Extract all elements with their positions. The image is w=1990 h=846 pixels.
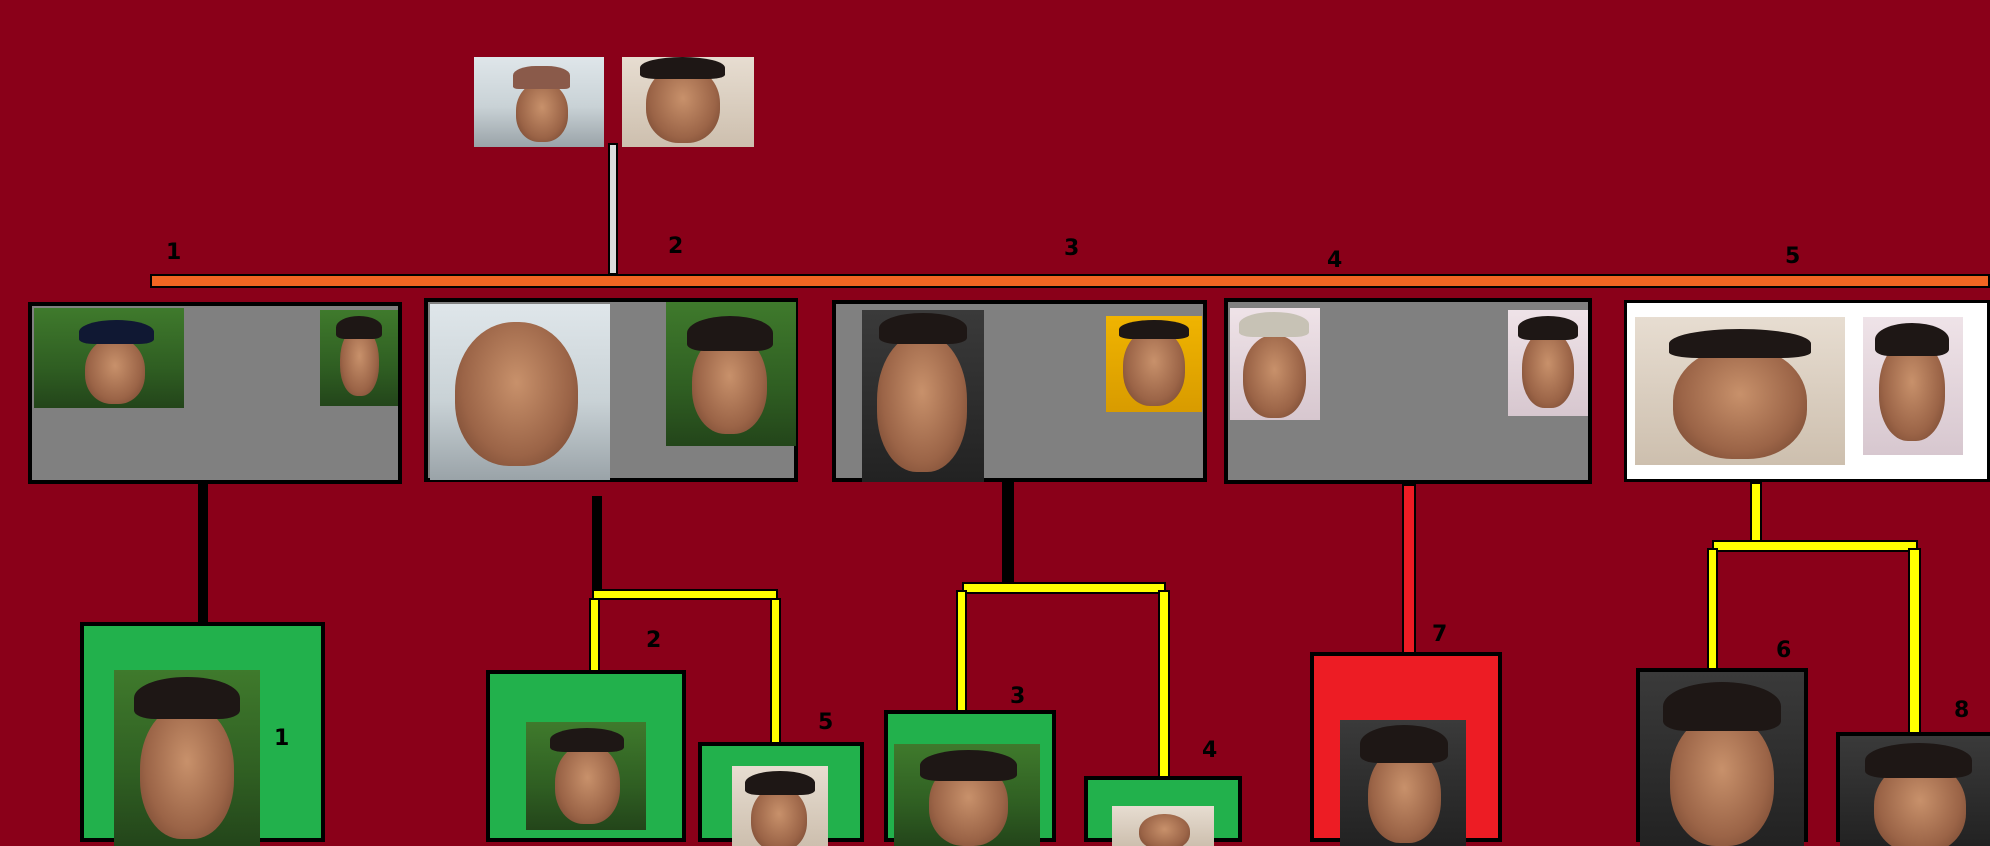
grandmother-photo <box>622 57 754 147</box>
couple-1-husband-photo <box>34 308 184 408</box>
couple-card-1 <box>28 302 402 484</box>
child-card-7 <box>1310 652 1502 846</box>
child-8-photo <box>1840 736 1990 846</box>
child-2-photo <box>526 722 646 830</box>
couple-card-2 <box>424 298 798 482</box>
child-card-4 <box>1084 776 1242 846</box>
couple-3-branch-horizontal <box>962 582 1166 594</box>
child-1-photo <box>114 670 260 846</box>
couple-3-wife-photo <box>1106 316 1202 412</box>
couple-5-branch-left <box>1707 548 1718 670</box>
child-7-photo <box>1340 720 1466 846</box>
couple-5-husband-photo <box>1635 317 1845 465</box>
child-label-7: 7 <box>1432 622 1448 647</box>
child-card-2 <box>486 670 686 842</box>
child-label-6: 6 <box>1776 638 1792 663</box>
couple-3-connector <box>1002 482 1014 586</box>
gen1-label-1: 1 <box>166 240 182 265</box>
couple-5-connector <box>1750 482 1762 542</box>
couple-5-branch-right <box>1908 548 1921 734</box>
couple-3-branch-right <box>1158 590 1170 778</box>
child-3-photo <box>894 744 1040 846</box>
child-label-2: 2 <box>646 628 662 653</box>
couple-5-branch-horizontal <box>1712 540 1918 552</box>
child-label-8: 8 <box>1954 698 1970 723</box>
child-label-5: 5 <box>818 710 834 735</box>
child-label-4: 4 <box>1202 738 1218 763</box>
gen1-label-5: 5 <box>1785 244 1801 269</box>
child-4-photo <box>1112 806 1214 846</box>
gen1-label-4: 4 <box>1327 248 1343 273</box>
couple-4-connector <box>1402 484 1416 656</box>
child-5-photo <box>732 766 828 846</box>
couple-4-husband-photo <box>1230 308 1320 420</box>
couple-4-wife-photo <box>1508 310 1588 416</box>
couple-5-wife-photo <box>1863 317 1963 455</box>
child-label-3: 3 <box>1010 684 1026 709</box>
child-label-1: 1 <box>274 726 290 751</box>
couple-3-husband-photo <box>862 310 984 482</box>
couple-3-branch-left <box>956 590 967 714</box>
couple-card-5 <box>1624 300 1990 482</box>
grandfather-photo <box>474 57 604 147</box>
couple-2-wife-photo <box>666 302 796 446</box>
gen1-label-2: 2 <box>668 234 684 259</box>
child-card-8 <box>1836 732 1990 846</box>
child-card-6 <box>1636 668 1808 846</box>
couple-2-connector <box>592 496 602 596</box>
child-card-5 <box>698 742 864 846</box>
child-card-1 <box>80 622 325 846</box>
couple-card-3 <box>832 300 1207 482</box>
couple-2-husband-photo <box>430 304 610 480</box>
child-6-photo <box>1640 672 1804 846</box>
couple-2-branch-right <box>770 598 781 744</box>
couple-1-connector <box>198 484 208 624</box>
grandparents-connector <box>608 143 618 275</box>
generation-line <box>150 274 1990 288</box>
gen1-label-3: 3 <box>1064 236 1080 261</box>
couple-2-branch-left <box>589 598 600 674</box>
couple-card-4 <box>1224 298 1592 484</box>
child-card-3 <box>884 710 1056 846</box>
couple-1-wife-photo <box>320 310 398 406</box>
couple-2-branch-horizontal <box>592 589 778 600</box>
